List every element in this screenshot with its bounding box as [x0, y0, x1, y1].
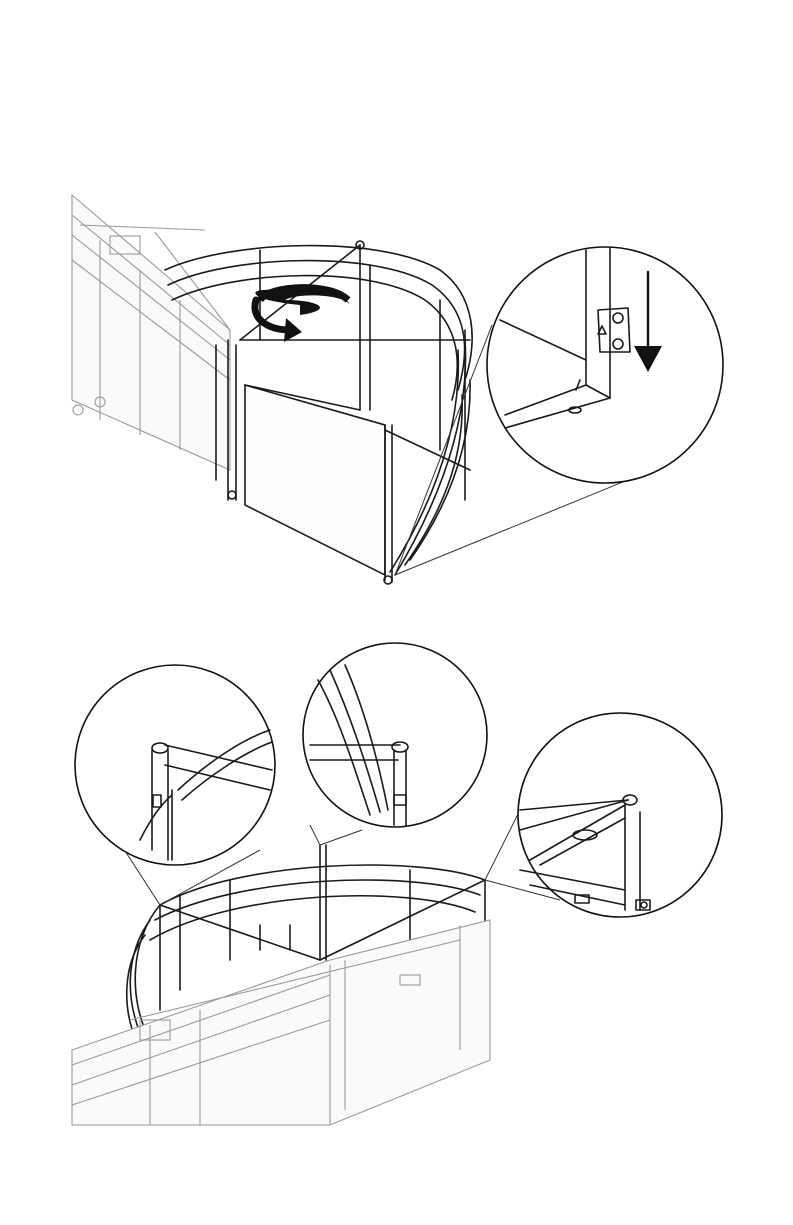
rotate-arrow-icon: [255, 288, 350, 342]
right-post-detail-callout: [485, 713, 722, 917]
bottom-assembly: [72, 643, 722, 1125]
left-post-detail-callout: [75, 665, 275, 905]
center-post-detail-callout: [303, 643, 487, 845]
top-assembly: [72, 195, 723, 584]
chute-faint-top: [72, 195, 230, 470]
